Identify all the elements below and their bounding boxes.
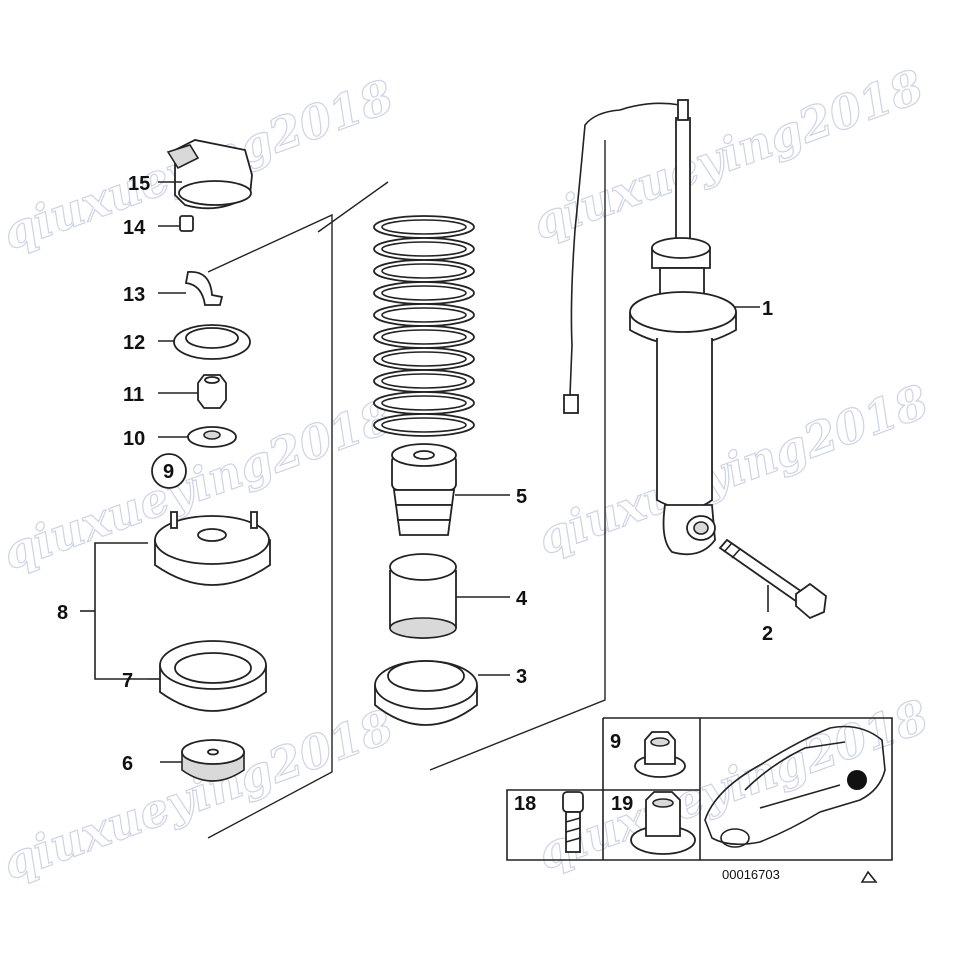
spring-coil-inner (381, 373, 467, 389)
callout-4: 4 (516, 588, 528, 610)
location-marker-dot (847, 770, 867, 790)
part-15-cap (166, 139, 253, 210)
assembly-outline-center (317, 140, 606, 771)
part-8-top-mount (154, 511, 271, 586)
inset-callout-18: 18 (514, 793, 536, 815)
part-4-dust-sleeve (389, 553, 457, 639)
spring-coil-inner (381, 351, 467, 367)
spring-coil-inner (381, 395, 467, 411)
spring-coil-inner (381, 219, 467, 235)
inset-callout-19: 19 (611, 793, 633, 815)
inset-callout-9: 9 (610, 731, 621, 753)
spring-coil-inner (381, 329, 467, 345)
coil-spring (373, 215, 475, 437)
callout-10: 10 (123, 428, 145, 450)
part-12-retaining-ring (173, 324, 251, 360)
part-6-bump-cup (181, 739, 245, 782)
watermark-5: qiuxueying2018 (0, 699, 400, 890)
part-number-label: 00016703 (722, 867, 780, 882)
callout-9: 9 (163, 461, 174, 483)
part-3-lower-seat (374, 660, 478, 726)
part-11-nut (197, 374, 227, 409)
callout-2: 2 (762, 623, 773, 645)
callout-7: 7 (122, 670, 133, 692)
car-location-illustration (704, 725, 886, 848)
callout-12: 12 (123, 332, 145, 354)
callout-labels: 15 14 13 12 11 10 9 8 7 6 5 4 3 1 2 (57, 173, 773, 775)
inset-part-18-bolt (562, 791, 584, 853)
callout-13: 13 (123, 284, 145, 306)
callout-11: 11 (123, 384, 144, 406)
inset-panel: 9 18 19 (506, 717, 893, 861)
part-5-bump-stop (391, 443, 457, 536)
triangle-icon (860, 870, 878, 883)
spring-coil-inner (381, 307, 467, 323)
assembly-outline-left (207, 213, 333, 839)
spring-coil-inner (381, 417, 467, 433)
part-13-connector (184, 271, 224, 306)
spring-coil-inner (381, 263, 467, 279)
watermark-4: qiuxueying2018 (530, 374, 935, 565)
callout-8: 8 (57, 602, 68, 624)
callout-15: 15 (128, 173, 150, 195)
callout-14: 14 (123, 217, 146, 239)
spring-coil-inner (381, 285, 467, 301)
callout-5: 5 (516, 486, 527, 508)
spring-coil-inner (381, 241, 467, 257)
watermark-2: qiuxueying2018 (525, 59, 930, 250)
part-9-callout-circle (151, 453, 187, 489)
callout-3: 3 (516, 666, 527, 688)
leader-lines (80, 181, 769, 763)
inset-part-9-nut (634, 731, 686, 778)
inset-part-19-flange-nut (630, 791, 696, 855)
part-7-spacer-ring (159, 640, 267, 712)
part-2-bolt (718, 538, 827, 620)
part-14-clip (179, 215, 194, 232)
part-1-shock-absorber (563, 99, 737, 556)
callout-1: 1 (762, 298, 773, 320)
part-10-washer (187, 426, 237, 448)
callout-6: 6 (122, 753, 133, 775)
